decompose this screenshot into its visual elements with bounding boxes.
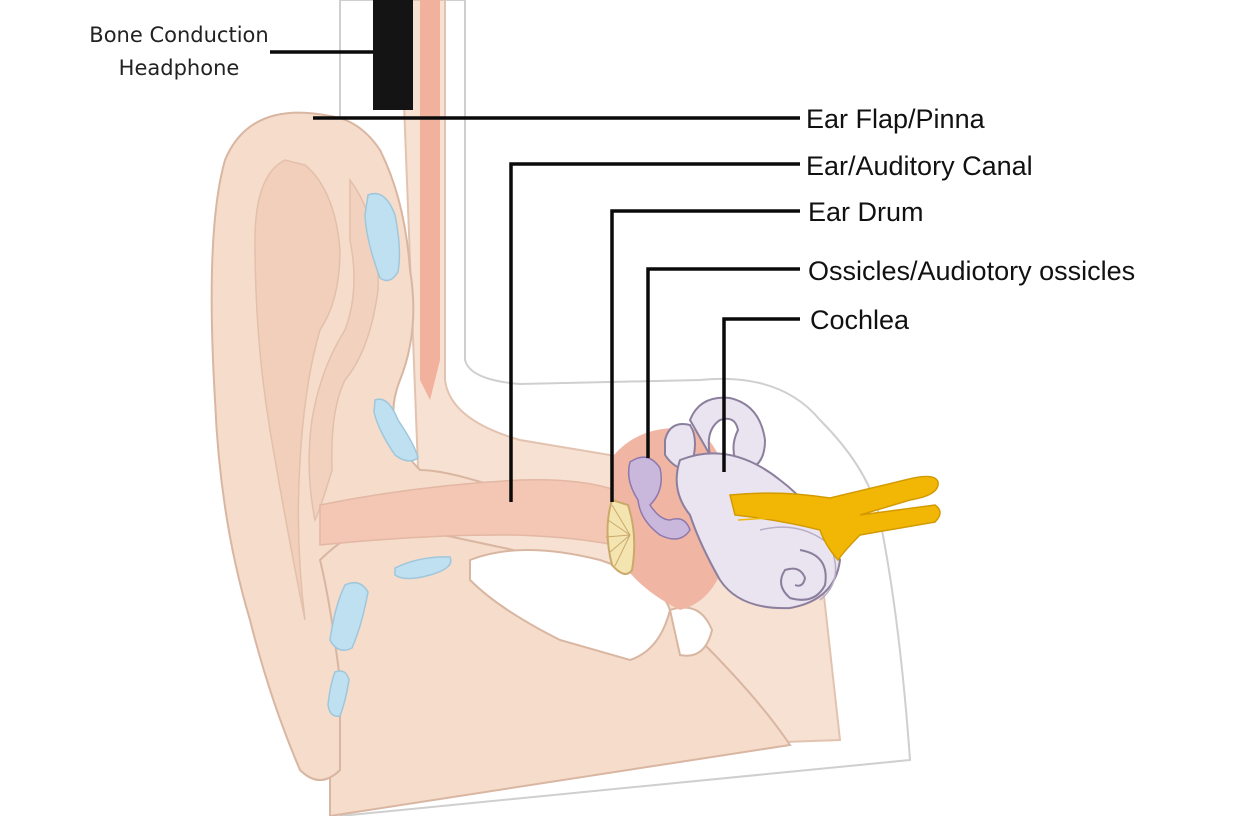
ossicles — [627, 456, 691, 540]
auditory-nerve — [729, 475, 941, 562]
label-canal: Ear/Auditory Canal — [806, 151, 1033, 181]
leader-ossicles — [646, 267, 800, 458]
ear-drum — [606, 498, 636, 575]
leader-drum — [610, 209, 800, 502]
bone-conduction-headphone — [373, 0, 413, 110]
label-pinna: Ear Flap/Pinna — [806, 104, 986, 134]
leader-canal — [509, 162, 800, 502]
label-cochlea: Cochlea — [810, 305, 910, 335]
cartilage-5 — [327, 670, 350, 718]
pinna-fold — [254, 159, 341, 621]
ear-drum-ridges — [605, 504, 631, 567]
cartilage-1 — [364, 192, 401, 282]
canal-wall — [420, 0, 440, 400]
cartilage-2 — [373, 398, 419, 462]
cartilage-3 — [394, 556, 452, 580]
leader-cochlea — [722, 317, 800, 472]
label-drum: Ear Drum — [808, 197, 924, 227]
cartilage-4 — [329, 581, 369, 651]
bone-shape-small — [668, 606, 714, 657]
label-headphone-line1: Bone Conduction — [89, 23, 268, 47]
label-ossicles: Ossicles/Audiotory ossicles — [808, 256, 1135, 286]
label-headphone-line2: Headphone — [119, 56, 240, 80]
nerve-fibers — [734, 499, 801, 521]
